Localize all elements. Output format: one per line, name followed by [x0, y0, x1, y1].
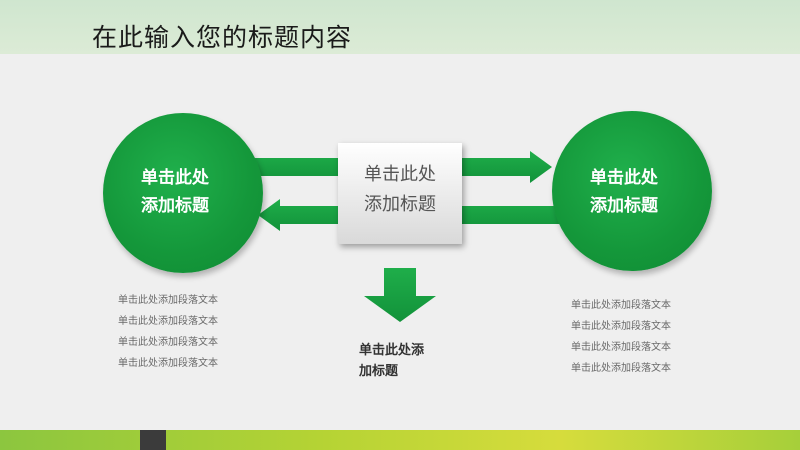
center-label[interactable]: 单击此处添 加标题 — [359, 340, 424, 382]
right-circle-line2: 添加标题 — [590, 196, 658, 216]
ground-strip — [0, 430, 800, 450]
left-paragraph-line: 单击此处添加段落文本 — [118, 295, 218, 306]
left-circle[interactable] — [103, 113, 263, 273]
center-label-line1: 单击此处添 — [359, 343, 425, 358]
left-circle-line2: 添加标题 — [141, 196, 209, 216]
right-circle[interactable] — [552, 111, 712, 271]
right-circle-line1: 单击此处 — [590, 168, 658, 188]
right-paragraph-line: 单击此处添加段落文本 — [571, 363, 671, 374]
left-paragraph-line: 单击此处添加段落文本 — [118, 358, 218, 369]
left-paragraph-line: 单击此处添加段落文本 — [118, 337, 218, 348]
arrow-down — [364, 268, 436, 322]
center-label-line2: 加标题 — [359, 364, 399, 379]
right-circle-text: 单击此处 添加标题 — [544, 164, 704, 220]
center-box-text: 单击此处 添加标题 — [338, 160, 462, 220]
left-paragraph-line: 单击此处添加段落文本 — [118, 316, 218, 327]
tree-trunk — [140, 430, 166, 450]
center-box[interactable] — [338, 143, 462, 244]
slide-title[interactable]: 在此输入您的标题内容 — [92, 23, 353, 52]
header-band — [0, 0, 800, 54]
left-circle-line1: 单击此处 — [141, 168, 209, 188]
right-paragraph-line: 单击此处添加段落文本 — [571, 300, 671, 311]
left-circle-text: 单击此处 添加标题 — [95, 164, 255, 220]
center-box-line1: 单击此处 — [364, 164, 436, 185]
right-paragraph-line: 单击此处添加段落文本 — [571, 342, 671, 353]
right-paragraph-line: 单击此处添加段落文本 — [571, 321, 671, 332]
center-box-line2: 添加标题 — [364, 194, 436, 215]
right-paragraph[interactable]: 单击此处添加段落文本 单击此处添加段落文本 单击此处添加段落文本 单击此处添加段… — [571, 295, 671, 379]
left-paragraph[interactable]: 单击此处添加段落文本 单击此处添加段落文本 单击此处添加段落文本 单击此处添加段… — [118, 290, 218, 374]
